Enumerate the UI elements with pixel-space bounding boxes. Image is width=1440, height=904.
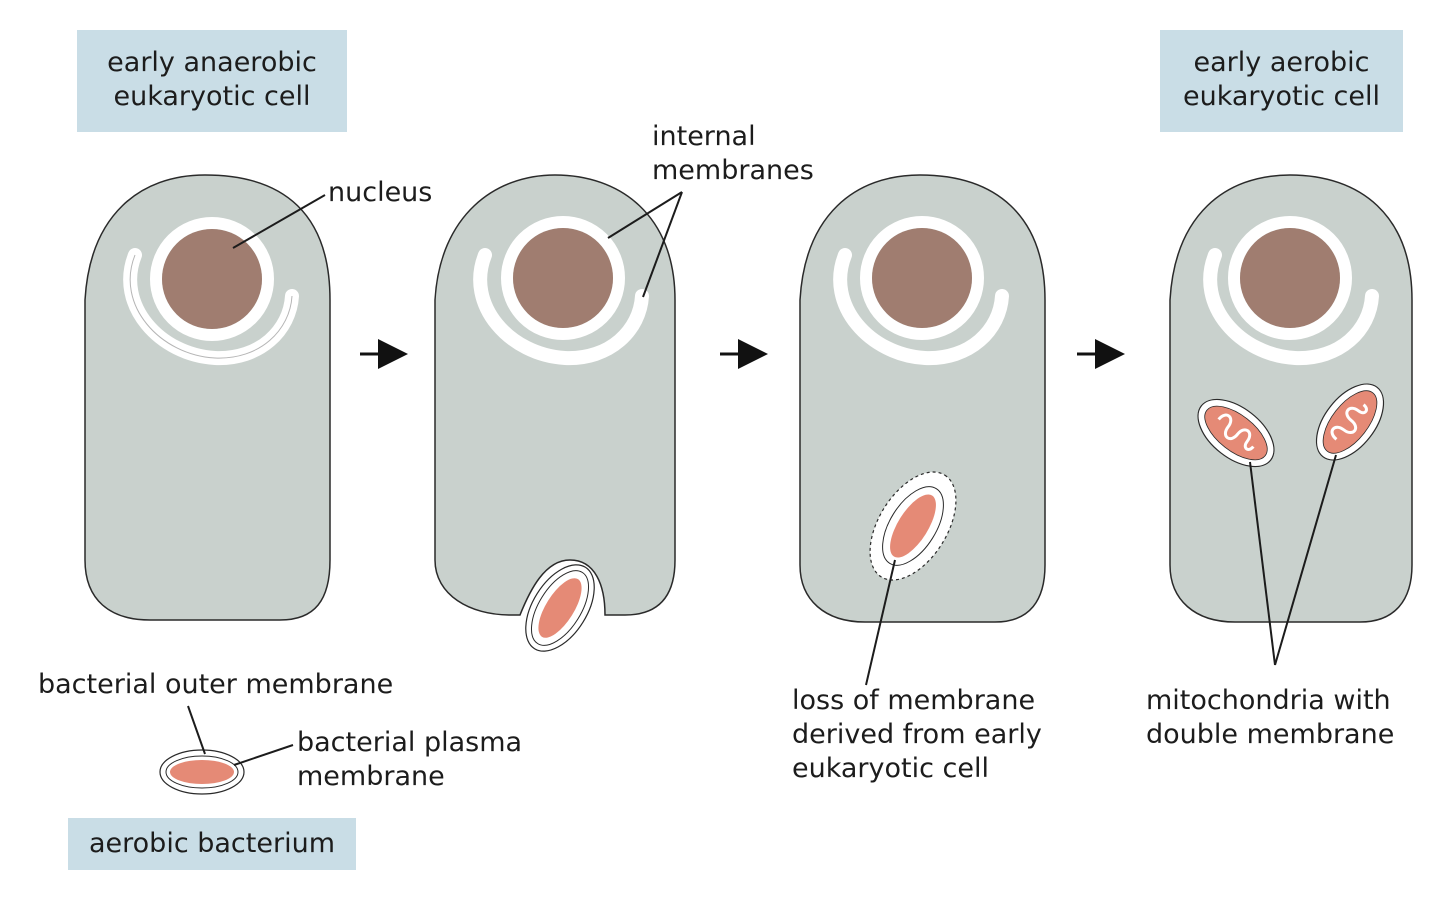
label-line-2: membrane <box>297 761 445 792</box>
internal-membrane-arc <box>1203 248 1379 366</box>
nucleus-icon <box>513 228 613 328</box>
mitochondria-label: mitochondria with double membrane <box>1146 684 1394 752</box>
mitochondrion-icon <box>1315 383 1385 461</box>
bacterial-plasma-membrane-label: bacterial plasma membrane <box>297 726 522 794</box>
nucleus-icon <box>1240 228 1340 328</box>
nuclear-envelope <box>860 216 984 340</box>
internal-membrane-arc <box>473 248 649 366</box>
box-line-1: early aerobic <box>1193 47 1370 78</box>
early-anaerobic-cell-label-box: early anaerobic eukaryotic cell <box>77 30 347 132</box>
nuclear-envelope <box>150 217 274 341</box>
label-line-1: loss of membrane <box>792 685 1036 716</box>
leader-lines <box>187 191 1337 766</box>
cell-3-membrane-loss <box>799 174 1046 623</box>
label-line-2: derived from early <box>792 719 1042 750</box>
internal-membrane-arc <box>833 248 1009 366</box>
box-line-1: early anaerobic <box>107 47 317 78</box>
bacterial-outer-membrane-label: bacterial outer membrane <box>38 669 394 700</box>
nucleus-icon <box>162 229 262 329</box>
aerobic-bacterium-icon <box>159 749 245 795</box>
label-line-2: membranes <box>652 155 814 186</box>
nuclear-envelope <box>501 216 625 340</box>
bacterium-inside-vesicle <box>869 471 957 581</box>
label-line-2: double membrane <box>1146 719 1395 750</box>
box-line-2: eukaryotic cell <box>1182 81 1380 112</box>
label-line-1: internal <box>652 121 756 152</box>
aerobic-bacterium-label-box: aerobic bacterium <box>68 818 356 870</box>
cell-2-engulfing <box>434 174 676 652</box>
loss-of-membrane-label: loss of membrane derived from early euka… <box>792 684 1042 786</box>
box-line-1: aerobic bacterium <box>89 828 335 859</box>
early-aerobic-cell-label-box: early aerobic eukaryotic cell <box>1160 30 1403 132</box>
bacterium-entering <box>525 564 595 652</box>
box-line-2: eukaryotic cell <box>113 81 311 112</box>
mitochondrion-icon <box>1197 398 1275 468</box>
label-line-1: bacterial plasma <box>297 727 523 758</box>
cell-4-aerobic <box>1169 174 1413 623</box>
nuclear-envelope <box>1228 216 1352 340</box>
cell-1-anaerobic <box>84 174 331 621</box>
nucleus-label: nucleus <box>328 177 433 208</box>
label-line-3: eukaryotic cell <box>792 753 990 784</box>
label-line-1: mitochondria with <box>1146 685 1391 716</box>
internal-membranes-label: internal membranes <box>652 120 814 188</box>
nucleus-icon <box>872 228 972 328</box>
internal-membrane-arc <box>123 248 299 366</box>
